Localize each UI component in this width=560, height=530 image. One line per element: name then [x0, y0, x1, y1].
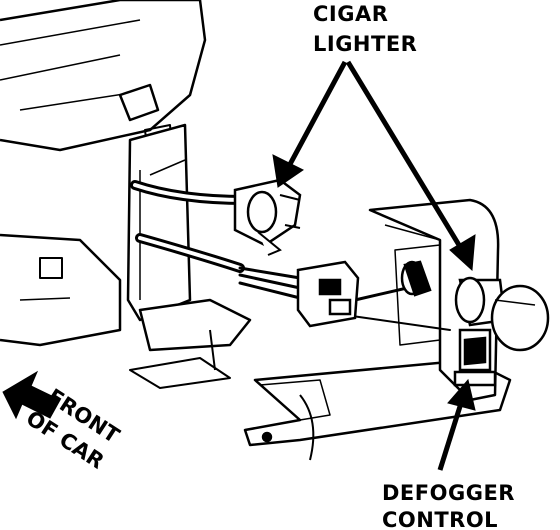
callout-arrows — [2, 60, 476, 471]
cigar-lighter-element — [400, 260, 550, 352]
defogger-arrow — [437, 399, 465, 471]
cigar-arrow-right — [345, 60, 465, 252]
cigar-arrow-left — [285, 60, 348, 170]
defogger-connector — [296, 260, 360, 328]
cigar-lighter-label: CIGAR LIGHTER — [313, 2, 417, 56]
wiring-harness — [130, 180, 451, 331]
front-of-car-arrow — [2, 370, 61, 420]
cigar-lighter-connector — [233, 178, 302, 256]
defogger-control-label: DEFOGGER CONTROL — [382, 481, 523, 530]
defogger-switch — [453, 328, 497, 387]
